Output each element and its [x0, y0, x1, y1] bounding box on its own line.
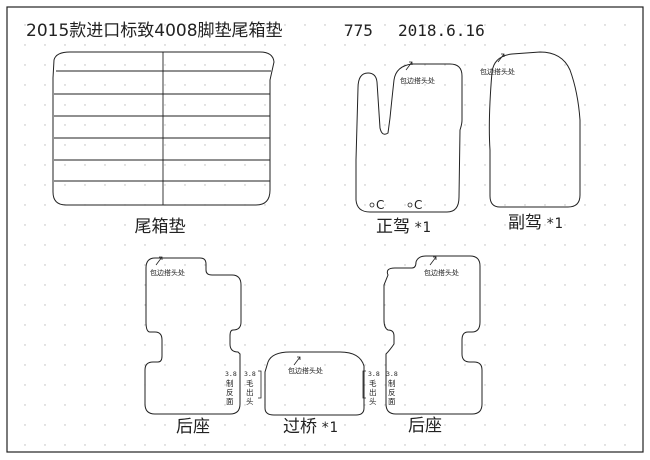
- driver-mat-qty: *1: [414, 220, 431, 236]
- rear-left-mat: 包边搭头处 3.8 制 反 面 3.8 毛 出 头: [144, 256, 262, 415]
- header-model: 2015款进口标致4008脚垫尾箱垫: [26, 21, 283, 41]
- wool-out-note: 头: [369, 396, 377, 406]
- rear-right-edge-note: 包边搭头处: [424, 268, 459, 277]
- rear-left-edge-note: 包边搭头处: [150, 268, 185, 277]
- bridge-mat-label: 过桥: [283, 417, 317, 437]
- seam-bracket: [258, 370, 262, 399]
- bridge-mat-outline: [264, 351, 365, 416]
- seam-bracket: [362, 370, 366, 399]
- edge-heel-arrow: [497, 53, 505, 63]
- rear-right-mat: 包边搭头处 3.8 毛 出 头 3.8 制 反 面: [362, 255, 483, 415]
- passenger-mat: 包边搭头处: [480, 51, 581, 208]
- clip-mark: C: [376, 198, 384, 212]
- clip-hole-icon: [407, 202, 413, 208]
- reverse-side-note: 面: [388, 397, 396, 406]
- trunk-mat-label: 尾箱垫: [135, 217, 186, 237]
- passenger-mat-qty: *1: [546, 216, 563, 232]
- wool-out-note: 出: [369, 387, 377, 397]
- wool-out-note: 毛: [369, 378, 377, 388]
- passenger-edge-note: 包边搭头处: [480, 67, 515, 76]
- trunk-mat: [52, 51, 275, 206]
- edge-heel-arrow: [293, 356, 301, 366]
- driver-edge-note: 包边搭头处: [400, 76, 435, 85]
- reverse-side-note: 反: [226, 387, 234, 397]
- passenger-mat-outline: [488, 51, 581, 208]
- rear-right-mat-outline: [383, 255, 483, 415]
- reverse-side-note: 面: [226, 397, 234, 406]
- rear-left-mat-outline: [144, 257, 242, 415]
- rear-right-seam: 3.8: [368, 370, 380, 378]
- driver-mat: 包边搭头处 C C: [355, 61, 463, 213]
- wool-out-note: 毛: [246, 378, 254, 388]
- reverse-side-note: 制: [226, 378, 234, 388]
- trunk-mat-outline: [52, 51, 275, 206]
- edge-heel-arrow: [405, 61, 413, 71]
- bridge-edge-note: 包边搭头处: [288, 366, 323, 375]
- edge-heel-arrow: [429, 256, 437, 266]
- bridge-mat-qty: *1: [321, 420, 338, 436]
- header-date: 2018.6.16: [398, 21, 485, 40]
- clip-mark: C: [414, 198, 422, 212]
- driver-mat-label: 正驾: [376, 217, 410, 237]
- sheet-frame: [6, 6, 644, 453]
- dot-grid: [7, 7, 643, 452]
- trunk-mat-grid: [54, 52, 271, 205]
- rear-left-seam: 3.8: [244, 370, 256, 378]
- reverse-side-note: 反: [388, 387, 396, 397]
- bridge-mat: 包边搭头处: [264, 351, 365, 416]
- rear-left-label: 后座: [176, 417, 210, 437]
- passenger-mat-label: 副驾: [508, 213, 542, 233]
- clip-hole-icon: [369, 202, 375, 208]
- rear-right-seam: 3.8: [386, 370, 398, 378]
- edge-heel-arrow: [155, 256, 163, 266]
- rear-left-seam: 3.8: [225, 370, 237, 378]
- wool-out-note: 出: [246, 387, 254, 397]
- driver-mat-outline: [355, 63, 463, 213]
- wool-out-note: 头: [246, 396, 254, 406]
- header-code: 775: [344, 21, 373, 40]
- rear-right-label: 后座: [408, 416, 442, 436]
- reverse-side-note: 制: [388, 378, 396, 388]
